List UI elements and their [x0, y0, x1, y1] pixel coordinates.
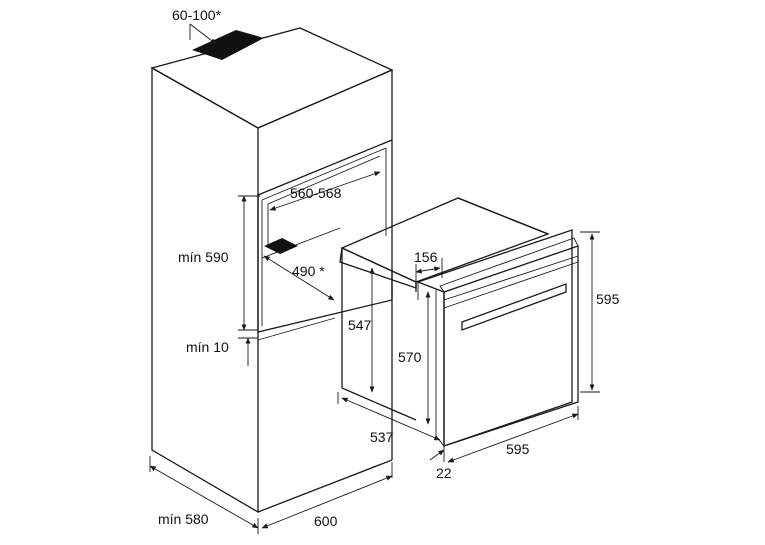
label-oven-depth-top: 156	[414, 249, 438, 265]
cabinet	[150, 27, 394, 514]
label-niche-height: mín 590	[178, 249, 229, 265]
label-oven-depth: 537	[370, 429, 394, 445]
label-oven-height: 595	[596, 291, 620, 307]
label-oven-front-offset: 22	[436, 465, 452, 481]
label-oven-width: 595	[506, 441, 530, 457]
label-vent-gap: 60-100*	[172, 7, 222, 23]
label-niche-width: 560-568	[290, 185, 342, 201]
label-floor-gap: mín 10	[186, 339, 229, 355]
label-cabinet-depth: mín 580	[158, 511, 209, 527]
oven	[339, 197, 579, 447]
label-oven-inner-height: 570	[398, 349, 422, 365]
dimension-lines	[149, 23, 600, 534]
label-oven-body-height: 547	[348, 317, 372, 333]
label-floor-vent: 490 *	[292, 263, 325, 279]
label-cabinet-width: 600	[314, 513, 338, 529]
top-vent-slot	[192, 30, 264, 60]
niche-vent-slot	[264, 238, 298, 254]
